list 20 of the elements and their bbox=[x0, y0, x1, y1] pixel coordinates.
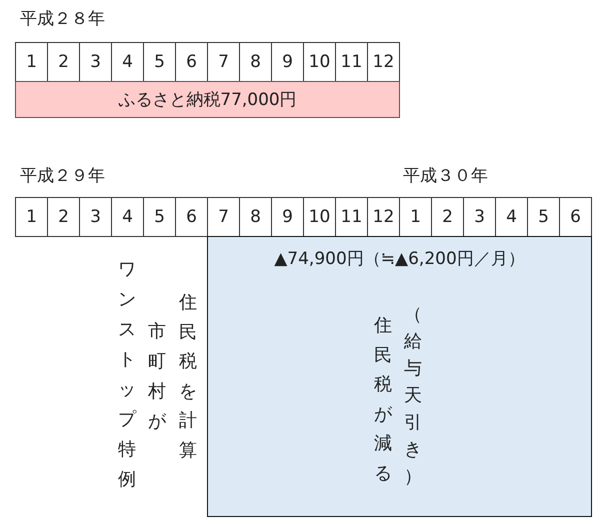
vertical-note: ワンストップ特例 bbox=[117, 258, 138, 492]
donation-bar: ふるさと納税77,000円 bbox=[15, 81, 400, 118]
month-cell: 12 bbox=[367, 42, 400, 82]
month-cell: 2 bbox=[47, 197, 80, 237]
month-cell: 1 bbox=[15, 42, 48, 82]
vertical-note: （給与天引き） bbox=[403, 303, 423, 489]
amount-text: ▲74,900円（≒▲6,200円／月） bbox=[273, 248, 526, 271]
vertical-note: 市町村が bbox=[147, 320, 168, 434]
month-cell: 6 bbox=[559, 197, 592, 237]
year-label: 平成３０年 bbox=[403, 165, 488, 187]
tax-reduction-panel bbox=[207, 236, 592, 517]
month-cell: 4 bbox=[111, 197, 144, 237]
vertical-note: 住民税を計算 bbox=[178, 291, 198, 462]
year-label: 平成２９年 bbox=[20, 165, 105, 187]
month-cell: 1 bbox=[15, 197, 48, 237]
month-cell: 5 bbox=[143, 197, 176, 237]
year-label: 平成２８年 bbox=[20, 8, 105, 30]
vertical-note: 住民税が減る bbox=[373, 314, 394, 486]
month-cell: 3 bbox=[79, 197, 112, 237]
month-cell: 6 bbox=[175, 197, 208, 237]
